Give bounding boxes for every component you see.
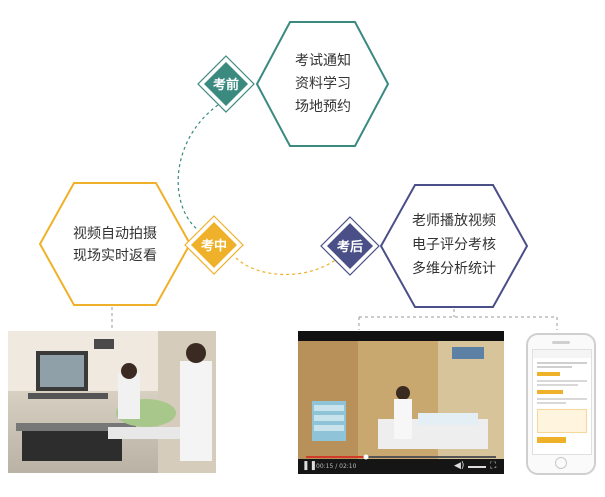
badge-during	[191, 222, 237, 268]
during-item-1: 视频自动拍摄	[73, 226, 157, 242]
connector-before-during	[177, 104, 219, 231]
badge-during-label: 考中	[201, 238, 227, 254]
after-item-1: 老师播放视频	[412, 213, 496, 229]
recording-station-photo	[8, 331, 216, 473]
video-time: 00:15 / 02:10	[316, 463, 357, 470]
before-item-2: 资料学习	[295, 76, 351, 92]
hexagon-before	[255, 21, 390, 147]
before-item-1: 考试通知	[295, 52, 351, 69]
badge-after-label: 考后	[337, 239, 363, 255]
volume-slider[interactable]	[468, 466, 486, 468]
hexagon-after	[379, 184, 529, 308]
video-player[interactable]: ❚❚ 00:15 / 02:10 ◀) ⛶	[298, 331, 504, 474]
play-icon[interactable]: ❚❚	[302, 461, 318, 471]
badge-after	[327, 223, 373, 269]
phone-speaker	[552, 341, 570, 344]
during-item-2: 现场实时返看	[73, 248, 157, 264]
phone-screen	[532, 349, 592, 455]
hexagon-during	[38, 182, 192, 306]
volume-icon[interactable]: ◀)	[454, 461, 465, 471]
fullscreen-icon[interactable]: ⛶	[490, 461, 497, 471]
phone-home-button	[555, 457, 567, 469]
after-item-2: 电子评分考核	[412, 237, 496, 253]
phone-screenshot	[526, 333, 596, 475]
before-item-3: 场地预约	[295, 99, 351, 115]
badge-before-label: 考前	[213, 77, 239, 93]
after-item-3: 多维分析统计	[412, 260, 496, 277]
connector-during-after	[235, 257, 339, 275]
badge-before	[204, 62, 248, 106]
